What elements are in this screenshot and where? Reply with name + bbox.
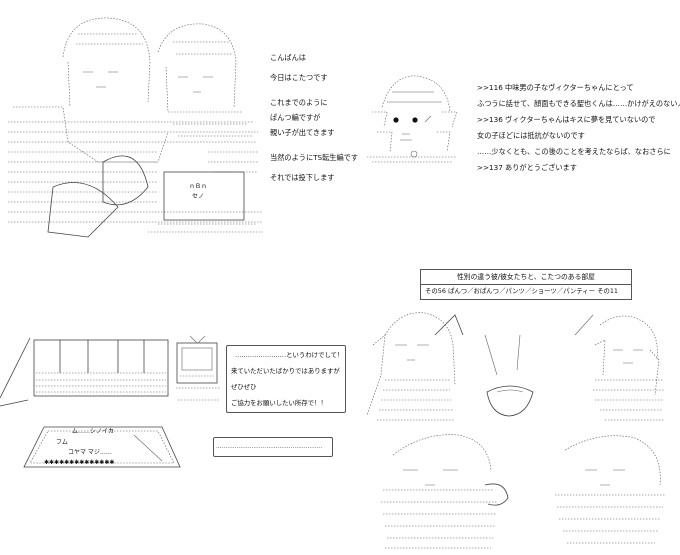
- character-pot: [475, 330, 545, 420]
- speech-bubble: ……………………というわけでして！ 来ていただいたばかりではありますが ぜひぜひ…: [226, 345, 346, 413]
- comment-line: >>137 ありがとうございます: [477, 163, 577, 172]
- rug-text: フム: [56, 439, 68, 446]
- panel2-character: [362, 72, 462, 164]
- chapter-title: 性別の違う彼/彼女たちと、こたつのある部屋: [457, 273, 595, 281]
- title-divider: [421, 284, 631, 285]
- comment-line: >>116 中味男の子なヴィクターちゃんにとって: [477, 83, 634, 92]
- narration-line: こんばんは: [270, 53, 306, 62]
- character-bottom-left: [373, 430, 518, 550]
- comment-line: 女の子ほどには抵抗がないのです: [477, 131, 585, 140]
- chapter-subtitle: その56 ぱんつ／おぱんつ／パンツ／ショーツ／パンティー その11: [425, 287, 619, 295]
- narration-line: 当然のようにTS転生編です: [270, 153, 359, 162]
- narration-line: それでは投下します: [270, 173, 335, 182]
- chapter-title-box: 性別の違う彼/彼女たちと、こたつのある部屋 その56 ぱんつ／おぱんつ／パンツ／…: [420, 269, 632, 300]
- rug-text: ✱✱✱✱✱✱✱✱✱✱✱✱✱✱: [44, 459, 115, 466]
- speech-line: ご協力をお願いしたい所存で！！: [231, 399, 327, 407]
- room-illustration: [0, 328, 225, 468]
- character-top-left: [355, 305, 465, 425]
- comment-line: >>136 ヴィクターちゃんはキスに夢を見ていないので: [477, 115, 656, 124]
- character-top-right: [555, 305, 670, 425]
- rug: [22, 425, 182, 485]
- rug-text: コヤマ マジ……: [68, 449, 112, 456]
- panel1-illustration: [8, 12, 263, 244]
- empty-speech-bubble: …………………………………………………: [213, 437, 333, 457]
- speech-line: ぜひぜひ: [231, 383, 257, 391]
- comment-line: ふつうに話せて、顔面もできる聖也くんは……かけがえのない人です: [477, 99, 680, 108]
- laptop-text-1: ｎＢｎ: [189, 183, 208, 190]
- speech-line: ……………………というわけでして！: [235, 351, 344, 359]
- narration-line: 親い子が出てきます: [270, 128, 335, 137]
- rug-text: ム……シノイカ: [72, 428, 115, 435]
- narration-line: ぱんつ編ですが: [270, 113, 321, 122]
- speech-line: 来ていただいたばかりではありますが: [231, 367, 340, 375]
- narration-line: 今日はこたつです: [270, 73, 328, 82]
- laptop-text-2: セノ: [192, 193, 205, 200]
- character-bottom-right: [545, 430, 670, 550]
- narration-line: これまでのように: [270, 98, 328, 107]
- comment-line: ……少なくとも、この後のことを考えたならば、なおさらに: [477, 147, 671, 156]
- empty-bubble-dots: …………………………………………………: [216, 444, 323, 450]
